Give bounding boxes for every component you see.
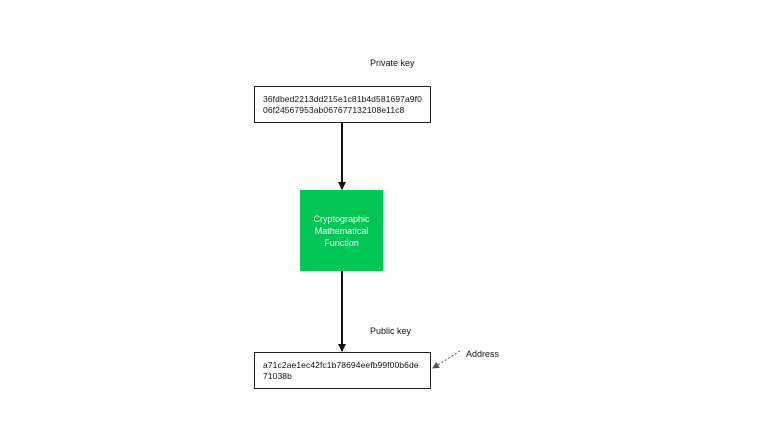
crypto-function-box: Cryptographic Mathematical Function: [300, 190, 383, 271]
arrow-address-to-public: [432, 350, 461, 369]
private-key-box: 36fdbed2213dd215e1c81b4d581697a9f006f245…: [254, 86, 431, 123]
public-key-box: a71c2ae1ec42fc1b78694eefb99f00b6de71038b: [254, 352, 431, 389]
private-key-label: Private key: [370, 58, 415, 68]
public-key-value: a71c2ae1ec42fc1b78694eefb99f00b6de71038b: [263, 360, 419, 381]
public-key-label: Public key: [370, 326, 412, 336]
private-key-value: 36fdbed2213dd215e1c81b4d581697a9f006f245…: [263, 94, 422, 115]
address-label: Address: [466, 349, 500, 359]
crypto-function-label: Cryptographic Mathematical Function: [313, 213, 370, 248]
